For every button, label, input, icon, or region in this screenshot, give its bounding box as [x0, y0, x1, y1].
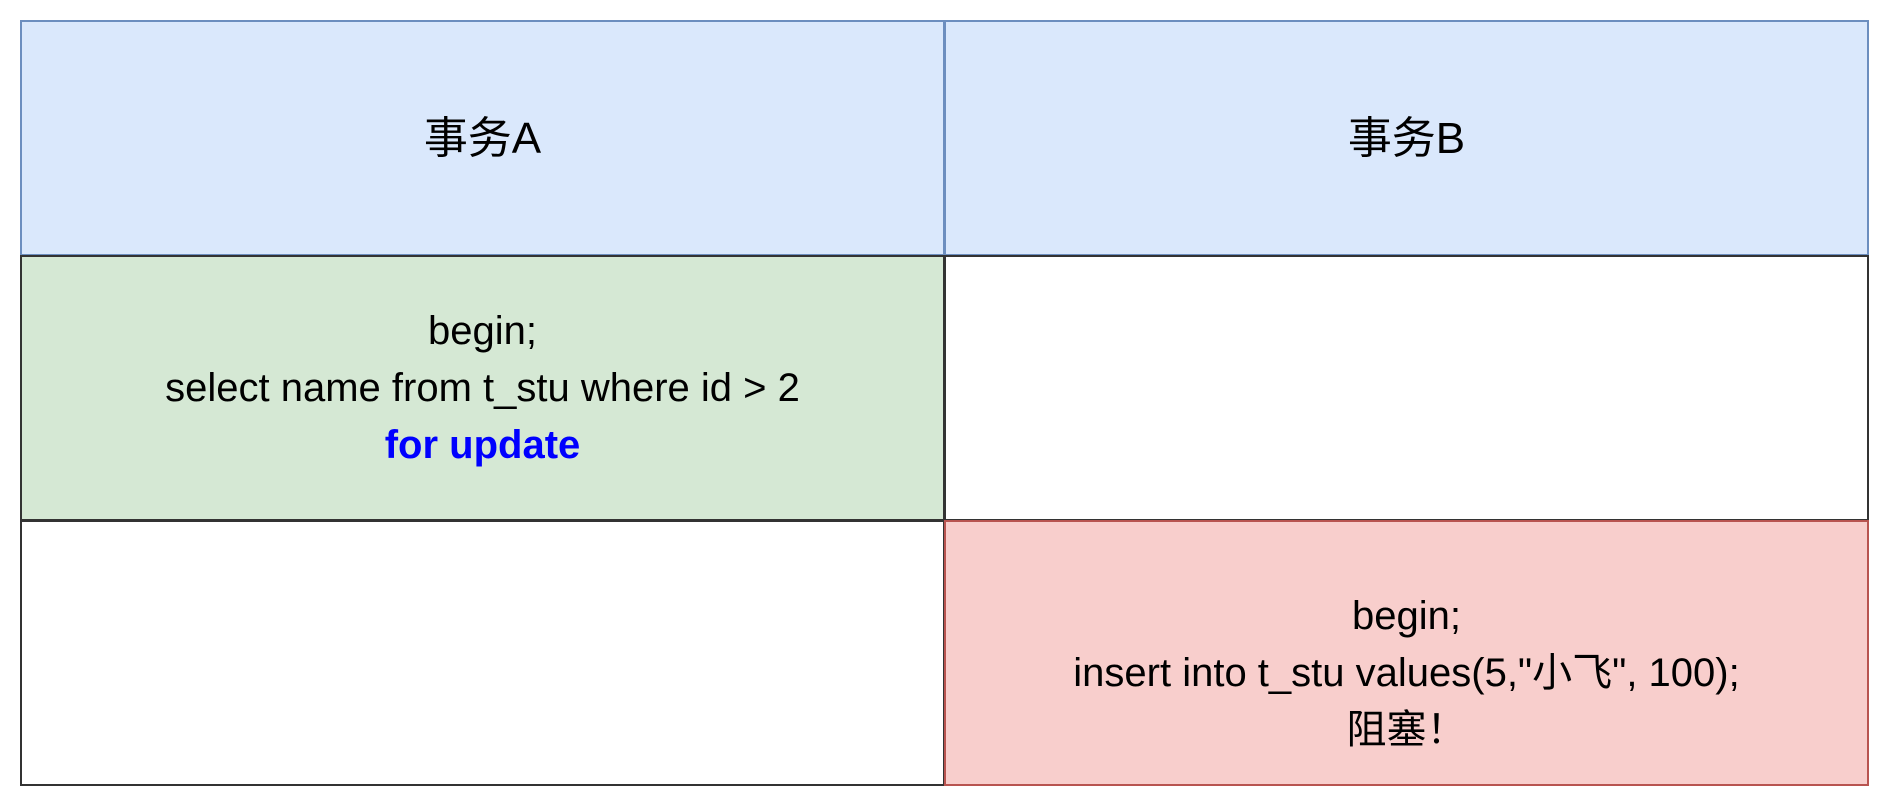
transaction-b-step1-empty [944, 255, 1869, 521]
header-transaction-b-label: 事务B [1347, 113, 1466, 163]
transaction-a-step1: begin; select name from t_stu where id >… [20, 255, 945, 521]
transaction-b-line-begin: begin; [1352, 593, 1461, 638]
transaction-a-line-for-update: for update [384, 422, 581, 467]
transaction-a-step2-empty [20, 520, 945, 786]
transaction-a-line-begin: begin; [428, 308, 537, 353]
transaction-a-line-select: select name from t_stu where id > 2 [165, 365, 800, 410]
header-transaction-a-label: 事务A [423, 113, 542, 163]
transaction-a-code: begin; select name from t_stu where id >… [165, 303, 800, 474]
transaction-b-step2: begin; insert into t_stu values(5,"小飞", … [944, 520, 1869, 786]
transaction-b-code: begin; insert into t_stu values(5,"小飞", … [1073, 588, 1739, 759]
header-transaction-b: 事务B [944, 20, 1869, 256]
header-transaction-a: 事务A [20, 20, 945, 256]
transaction-b-line-blocked: 阻塞！ [1346, 707, 1467, 752]
transaction-b-line-insert: insert into t_stu values(5,"小飞", 100); [1073, 650, 1740, 695]
